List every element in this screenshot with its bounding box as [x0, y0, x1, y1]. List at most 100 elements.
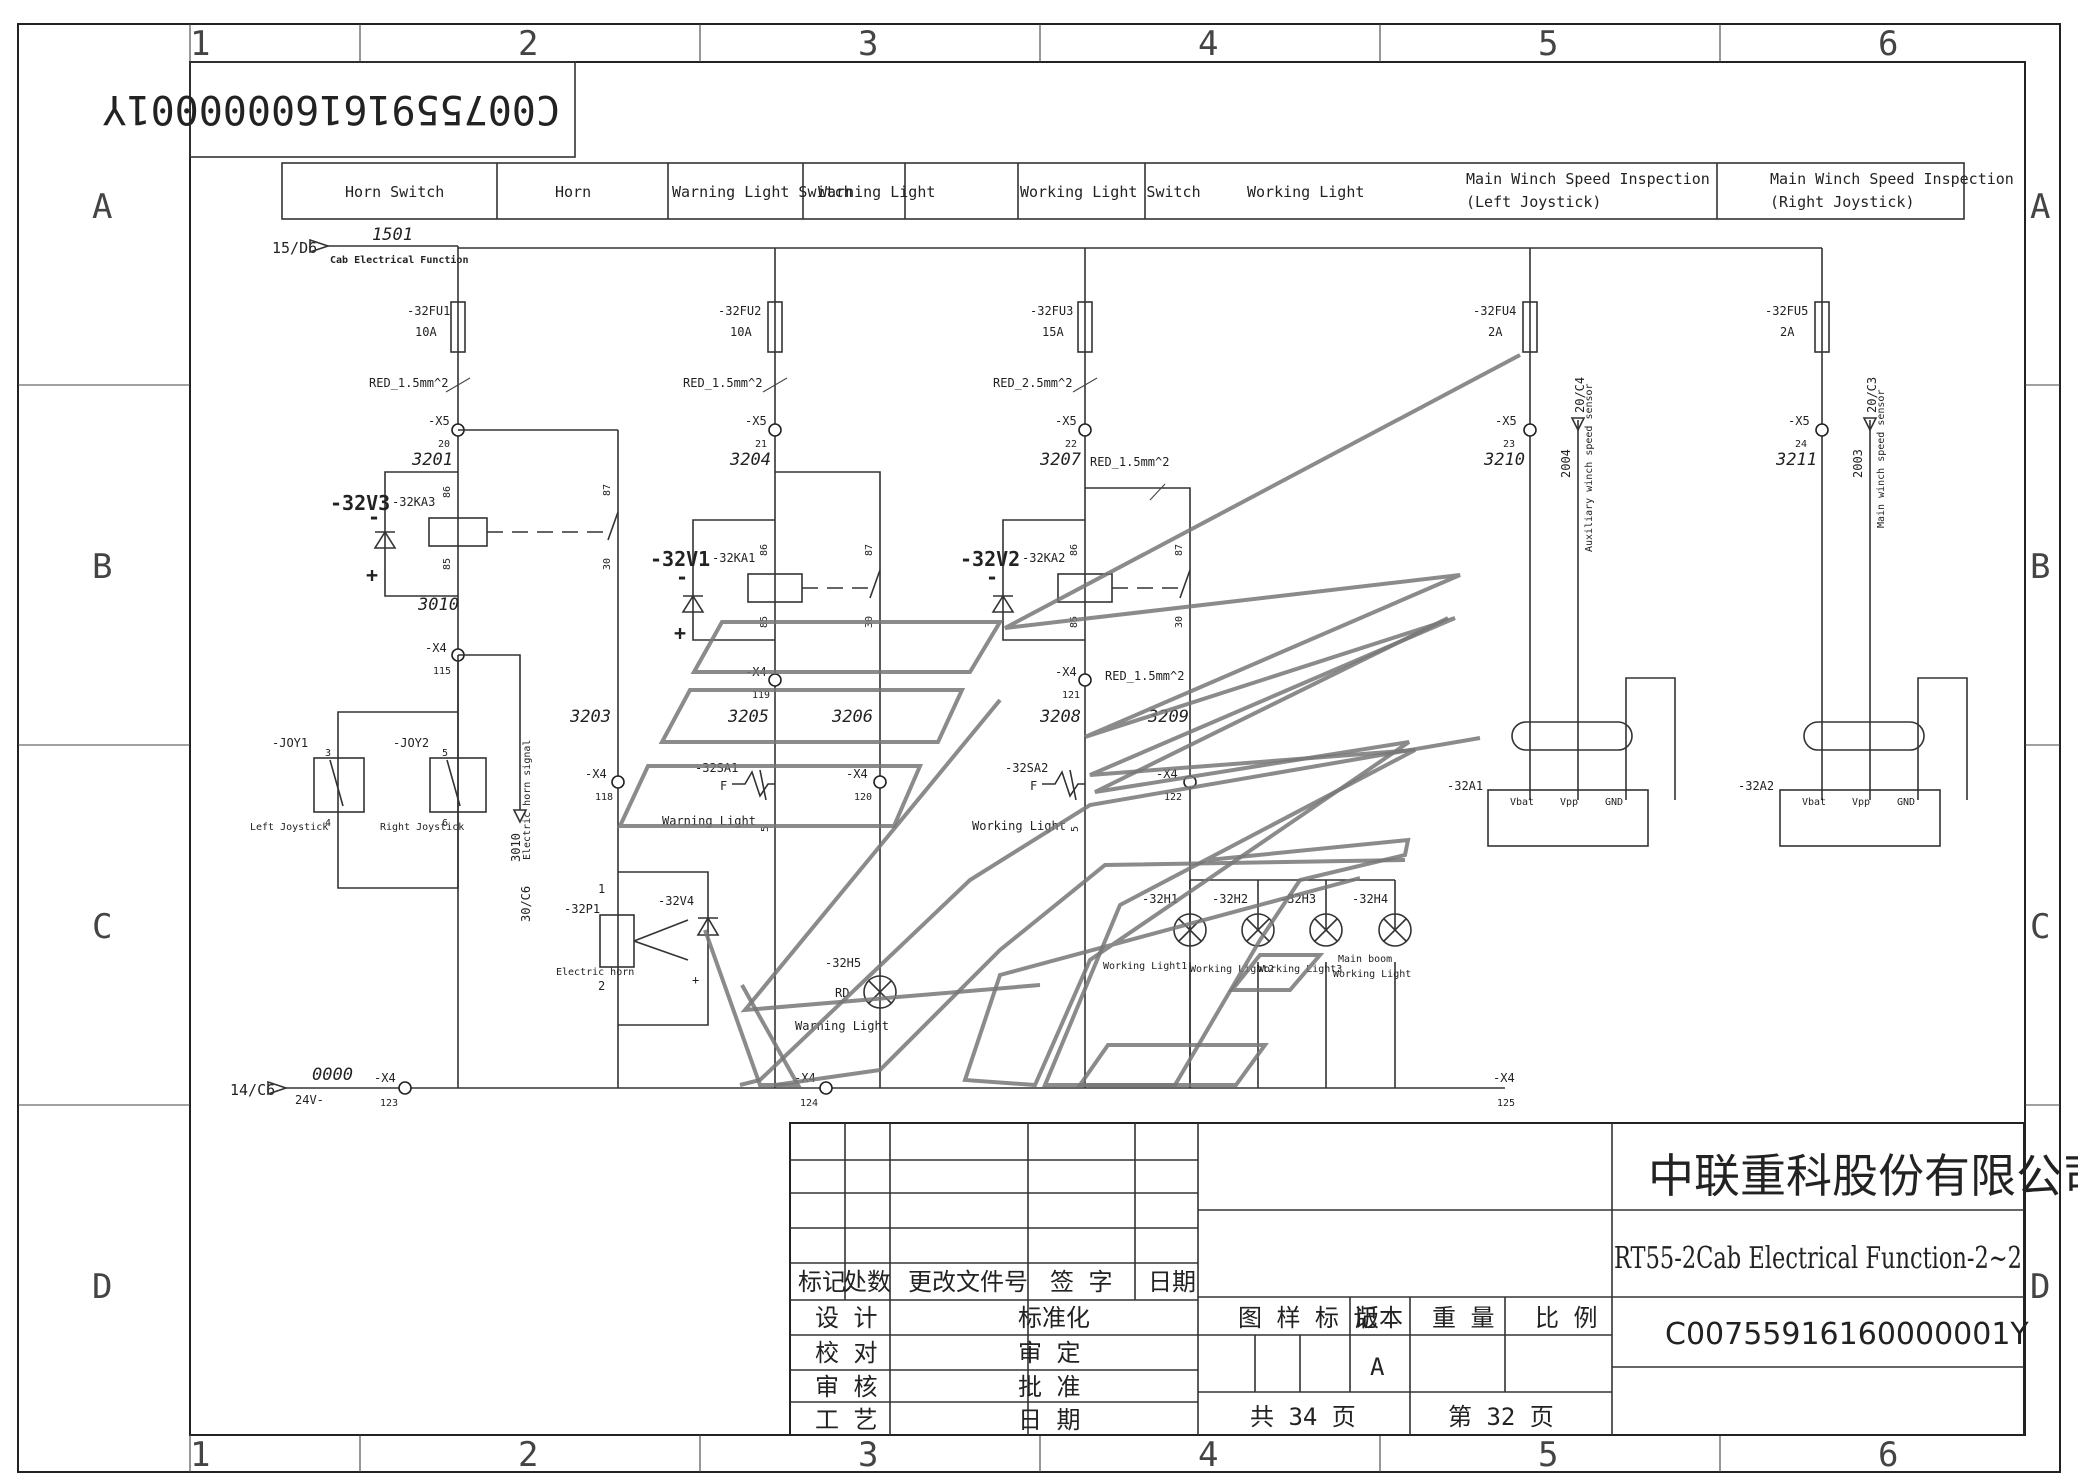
header-left-joystick-line2: (Left Joystick) — [1466, 193, 1601, 211]
svg-text:21: 21 — [755, 439, 767, 450]
svg-text:Vbat: Vbat — [1802, 797, 1826, 808]
svg-text:-32H2: -32H2 — [1212, 892, 1248, 906]
switch-32sa2-tag: -32SA2 — [1005, 761, 1048, 775]
svg-text:RED_1.5mm^2: RED_1.5mm^2 — [1090, 455, 1169, 469]
zone-row-a-right: A — [2030, 187, 2050, 227]
svg-text:120: 120 — [854, 792, 872, 803]
svg-text:123: 123 — [380, 1098, 398, 1109]
svg-text:RED_2.5mm^2: RED_2.5mm^2 — [993, 376, 1072, 390]
svg-text:30/C6: 30/C6 — [519, 886, 533, 922]
svg-text:Vbat: Vbat — [1510, 797, 1534, 808]
svg-text:87: 87 — [864, 544, 875, 556]
svg-text:2003: 2003 — [1851, 449, 1865, 478]
svg-text:Vpp: Vpp — [1852, 797, 1870, 808]
page-total: 共 34 页 — [1250, 1403, 1356, 1431]
svg-text:125: 125 — [1497, 1098, 1515, 1109]
svg-text:119: 119 — [752, 690, 770, 701]
svg-text:85: 85 — [442, 558, 453, 570]
sensor-32a1-tag: -32A1 — [1447, 779, 1483, 793]
drawing-code-stamp: C00755916160000001Y — [102, 61, 576, 158]
zone-row-b: B — [92, 547, 112, 587]
relay-32ka2-tag: -32KA2 — [1022, 551, 1065, 565]
svg-text:124: 124 — [800, 1098, 818, 1109]
svg-text:-X4: -X4 — [846, 767, 868, 781]
lamp-32h4-label-2: Working Light — [1333, 969, 1411, 980]
power-ref-in: 15/D6 — [272, 239, 317, 257]
title-block: 标记 处数 更改文件号 签 字 日期 设 计 标准化 校 对 审 定 审 核 批… — [789, 1122, 2078, 1436]
svg-text:-X4: -X4 — [1055, 665, 1077, 679]
joystick-left-label: Left Joystick — [250, 822, 328, 833]
svg-text:F: F — [1030, 779, 1037, 793]
lamp-32h2-label: Working Light2 — [1190, 964, 1274, 975]
header-warning-light-switch: Warning Light Switch — [672, 183, 853, 201]
svg-text:-32H1: -32H1 — [1142, 892, 1178, 906]
wire-3204: 3204 — [729, 450, 771, 470]
role-standard: 标准化 — [1018, 1304, 1090, 1332]
header-working-light-switch: Working Light Switch — [1020, 183, 1201, 201]
svg-text:10A: 10A — [730, 325, 752, 339]
svg-text:5: 5 — [760, 826, 771, 832]
zone-row-d: D — [92, 1267, 112, 1307]
svg-text:118: 118 — [595, 792, 613, 803]
rev-col-count: 处数 — [843, 1268, 891, 1296]
zone-col-1-bottom: 1 — [190, 1435, 210, 1475]
svg-text:20: 20 — [438, 439, 450, 450]
zone-col-2: 2 — [518, 24, 538, 64]
zone-col-6-bottom: 6 — [1878, 1435, 1898, 1475]
diode-32v2-tag: -32V2 — [960, 547, 1020, 571]
svg-text:86: 86 — [1069, 544, 1080, 556]
ground-wire-0000: 0000 — [312, 1065, 353, 1085]
meta-weight: 重 量 — [1432, 1304, 1494, 1332]
drawing-code: C00755916160000001Y — [1665, 1317, 2029, 1352]
svg-text:20/C3: 20/C3 — [1865, 377, 1879, 413]
meta-scale: 比 例 — [1535, 1304, 1597, 1332]
company-name: 中联重科股份有限公司 — [1648, 1149, 2078, 1203]
terminal-x4-115: -X4 — [425, 641, 447, 655]
svg-text:Vpp: Vpp — [1560, 797, 1578, 808]
svg-text:2A: 2A — [1780, 325, 1795, 339]
svg-text:-32FU4: -32FU4 — [1473, 304, 1516, 318]
svg-text:86: 86 — [442, 486, 453, 498]
header-horn: Horn — [555, 183, 591, 201]
zone-col-3-bottom: 3 — [858, 1435, 878, 1475]
svg-text:-X5: -X5 — [745, 414, 767, 428]
svg-text:-: - — [986, 565, 998, 589]
horn-signal-label: Electric horn signal — [522, 740, 533, 860]
working-light-circuit: -32FU3 15A RED_2.5mm^2 -X5 22 3207 RED_1… — [960, 248, 1412, 1088]
diode-32v1-tag: -32V1 — [650, 547, 710, 571]
function-header: Horn Switch Horn Warning Light Switch Wa… — [281, 162, 2014, 220]
drawing-code-inverted: C00755916160000001Y — [102, 86, 560, 132]
joystick-button-right — [429, 757, 487, 813]
svg-text:-X4: -X4 — [374, 1071, 396, 1085]
zone-col-5-bottom: 5 — [1538, 1435, 1558, 1475]
svg-text:2A: 2A — [1488, 325, 1503, 339]
svg-text:87: 87 — [1174, 544, 1185, 556]
fuse-32fu4 — [1522, 301, 1538, 353]
svg-text:122: 122 — [1164, 792, 1182, 803]
meta-drawing-mark: 图 样 标 记 — [1238, 1304, 1377, 1332]
svg-text:30: 30 — [1174, 616, 1185, 628]
header-right-joystick-line1: Main Winch Speed Inspection — [1770, 170, 2014, 188]
fuse-32fu1-wire: RED_1.5mm^2 — [369, 376, 448, 390]
svg-text:3: 3 — [325, 748, 331, 759]
power-name: Cab Electrical Function — [330, 254, 468, 266]
joystick-right-label: Right Joystick — [380, 822, 464, 833]
svg-text:15A: 15A — [1042, 325, 1064, 339]
svg-text:-32H4: -32H4 — [1352, 892, 1388, 906]
svg-text:-X5: -X5 — [1788, 414, 1810, 428]
right-winch-sensor-circuit: -32FU5 2A -X5 24 3211 20/C3 2003 Main wi… — [1738, 248, 1968, 847]
horn-name: Electric horn — [556, 967, 634, 978]
svg-text:1: 1 — [598, 882, 605, 896]
role-approve-1: 审 定 — [1018, 1339, 1080, 1367]
wire-3208: 3208 — [1039, 707, 1081, 727]
rev-col-sign: 签 字 — [1050, 1268, 1112, 1296]
svg-text:24: 24 — [1795, 439, 1807, 450]
ground-terminals: -X4 123 -X4 124 -X4 125 — [374, 1071, 1515, 1109]
fuse-32fu5 — [1814, 301, 1830, 353]
svg-text:2: 2 — [598, 979, 605, 993]
warning-light-circuit: -32FU2 10A RED_1.5mm^2 -X5 21 3204 -32V1… — [650, 248, 897, 1088]
power-wire-1501: 1501 — [372, 225, 413, 245]
switch-32sa2-label: Working Light — [972, 819, 1066, 833]
svg-text:85: 85 — [1069, 616, 1080, 628]
header-working-light: Working Light — [1247, 183, 1364, 201]
